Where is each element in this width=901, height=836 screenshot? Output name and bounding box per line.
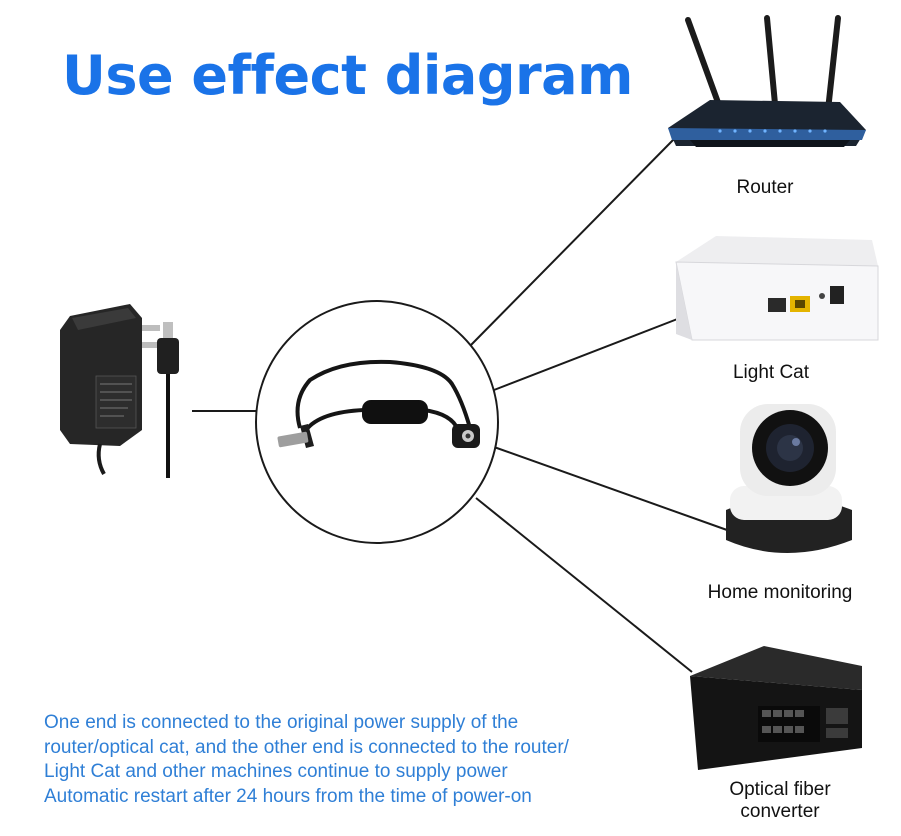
line-to-router bbox=[469, 136, 677, 347]
router-label: Router bbox=[736, 177, 794, 198]
description-line: Automatic restart after 24 hours from th… bbox=[44, 785, 532, 807]
timer-cable-image bbox=[277, 359, 480, 448]
router-image bbox=[668, 15, 866, 147]
page-title: Use effect diagram bbox=[62, 44, 633, 107]
line-to-light-cat bbox=[493, 317, 681, 391]
power-adapter-image bbox=[60, 304, 179, 478]
line-to-fiber-converter bbox=[475, 497, 693, 673]
fiber-label-line1: Optical fiber bbox=[729, 779, 831, 800]
description-line: Light Cat and other machines continue to… bbox=[44, 761, 508, 782]
line-to-home-monitoring bbox=[493, 446, 728, 531]
light-cat-label: Light Cat bbox=[732, 362, 810, 383]
home-monitoring-camera-image bbox=[726, 404, 852, 553]
light-cat-image bbox=[675, 236, 879, 341]
fiber-label-line2: converter bbox=[740, 801, 820, 822]
optical-fiber-converter-image bbox=[690, 646, 862, 770]
description-line: One end is connected to the original pow… bbox=[44, 712, 519, 733]
description-text: One end is connected to the original pow… bbox=[44, 711, 644, 809]
home-monitoring-label: Home monitoring bbox=[707, 582, 853, 603]
description-line: router/optical cat, and the other end is… bbox=[44, 736, 569, 758]
optical-fiber-converter-label: Optical fiber converter bbox=[700, 779, 860, 823]
connection-lines bbox=[192, 136, 728, 673]
